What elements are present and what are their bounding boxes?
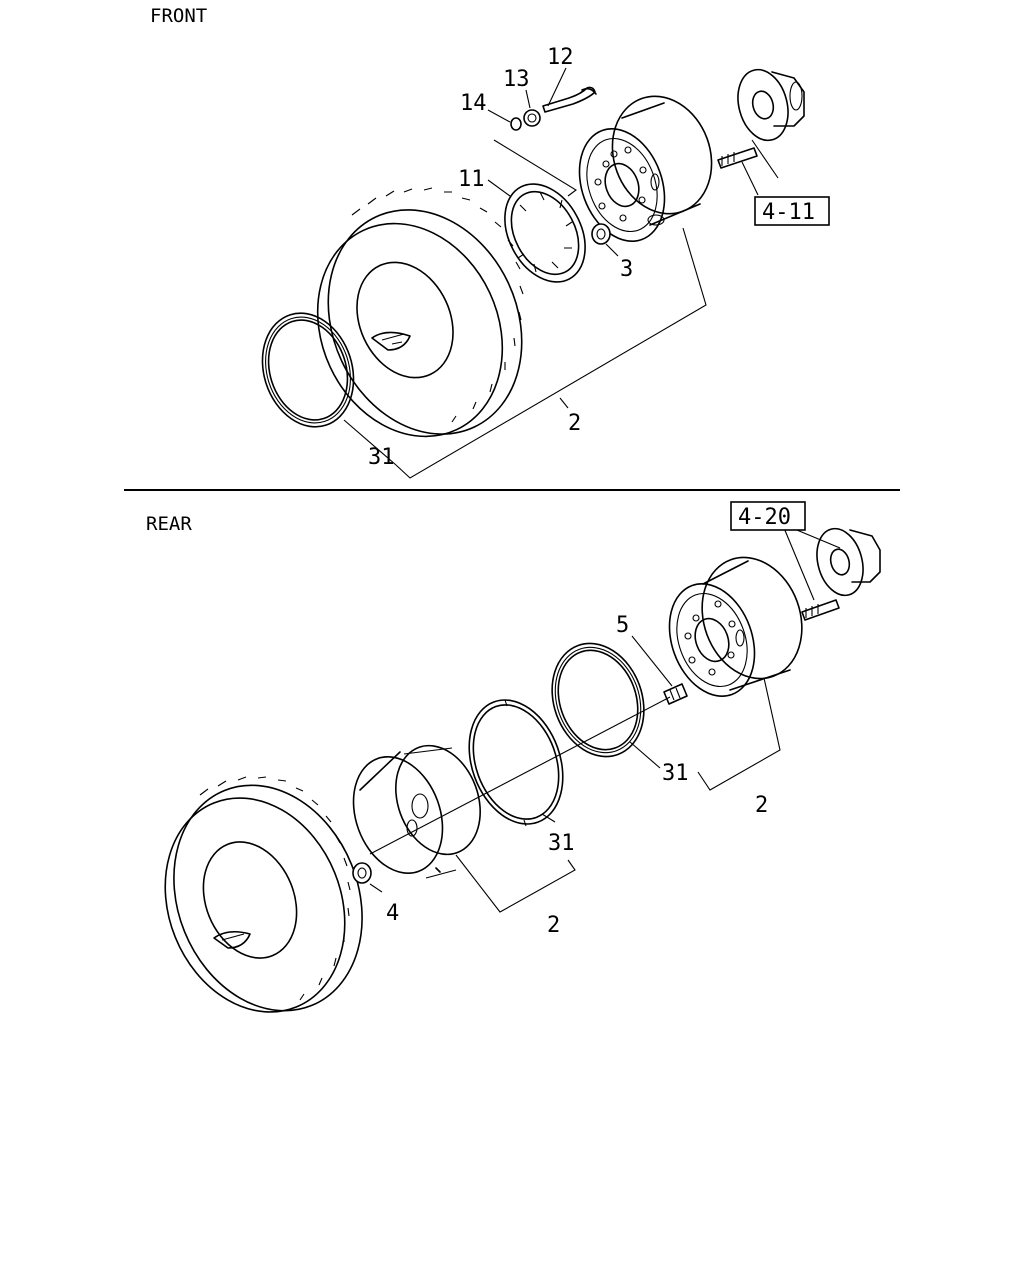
front-wheel-nut <box>591 223 611 245</box>
rear-outer-wheel-disc <box>668 556 803 697</box>
front-hub-stud <box>717 147 758 169</box>
callout-5: 5 <box>616 613 629 638</box>
callout-front-2: 2 <box>568 411 581 436</box>
rear-hub <box>816 527 881 597</box>
callout-3: 3 <box>620 257 633 282</box>
ref-label-4-11: 4-11 <box>762 200 815 225</box>
callout-13: 13 <box>503 67 530 92</box>
front-cover-plate <box>504 183 586 283</box>
callout-rear-2b: 2 <box>547 913 560 938</box>
front-hub <box>737 68 805 142</box>
rear-hub-stud <box>801 599 840 621</box>
rear-section-title: REAR <box>146 513 192 535</box>
front-tire <box>316 187 524 438</box>
front-valve-stem <box>542 86 597 113</box>
ref-box-4-20: 4-20 <box>730 501 806 531</box>
rear-flap-ring-outer <box>551 642 645 758</box>
callout-4: 4 <box>386 901 399 926</box>
callout-rear-31a: 31 <box>662 761 689 786</box>
callout-14: 14 <box>460 91 487 116</box>
front-leader-lines <box>343 67 779 479</box>
ref-box-4-11: 4-11 <box>754 196 830 226</box>
rear-tire <box>164 776 363 1013</box>
ref-label-4-20: 4-20 <box>738 505 791 530</box>
rear-wheel-nut <box>352 862 372 884</box>
front-wheel-disc <box>578 95 713 242</box>
callout-rear-2a: 2 <box>755 793 768 818</box>
callout-11: 11 <box>458 167 485 192</box>
callout-front-31: 31 <box>368 445 395 470</box>
rear-leader-lines <box>369 527 841 913</box>
front-valve-washer <box>510 117 522 131</box>
callout-rear-31b: 31 <box>548 831 575 856</box>
rear-flap-ring-inner <box>468 699 564 827</box>
callout-12: 12 <box>547 45 574 70</box>
front-valve-nut <box>523 109 541 127</box>
front-flap-ring <box>261 312 355 428</box>
front-section-title: FRONT <box>150 5 207 27</box>
rear-inner-wheel-rim <box>352 744 481 879</box>
rear-inner-nut <box>663 683 688 705</box>
